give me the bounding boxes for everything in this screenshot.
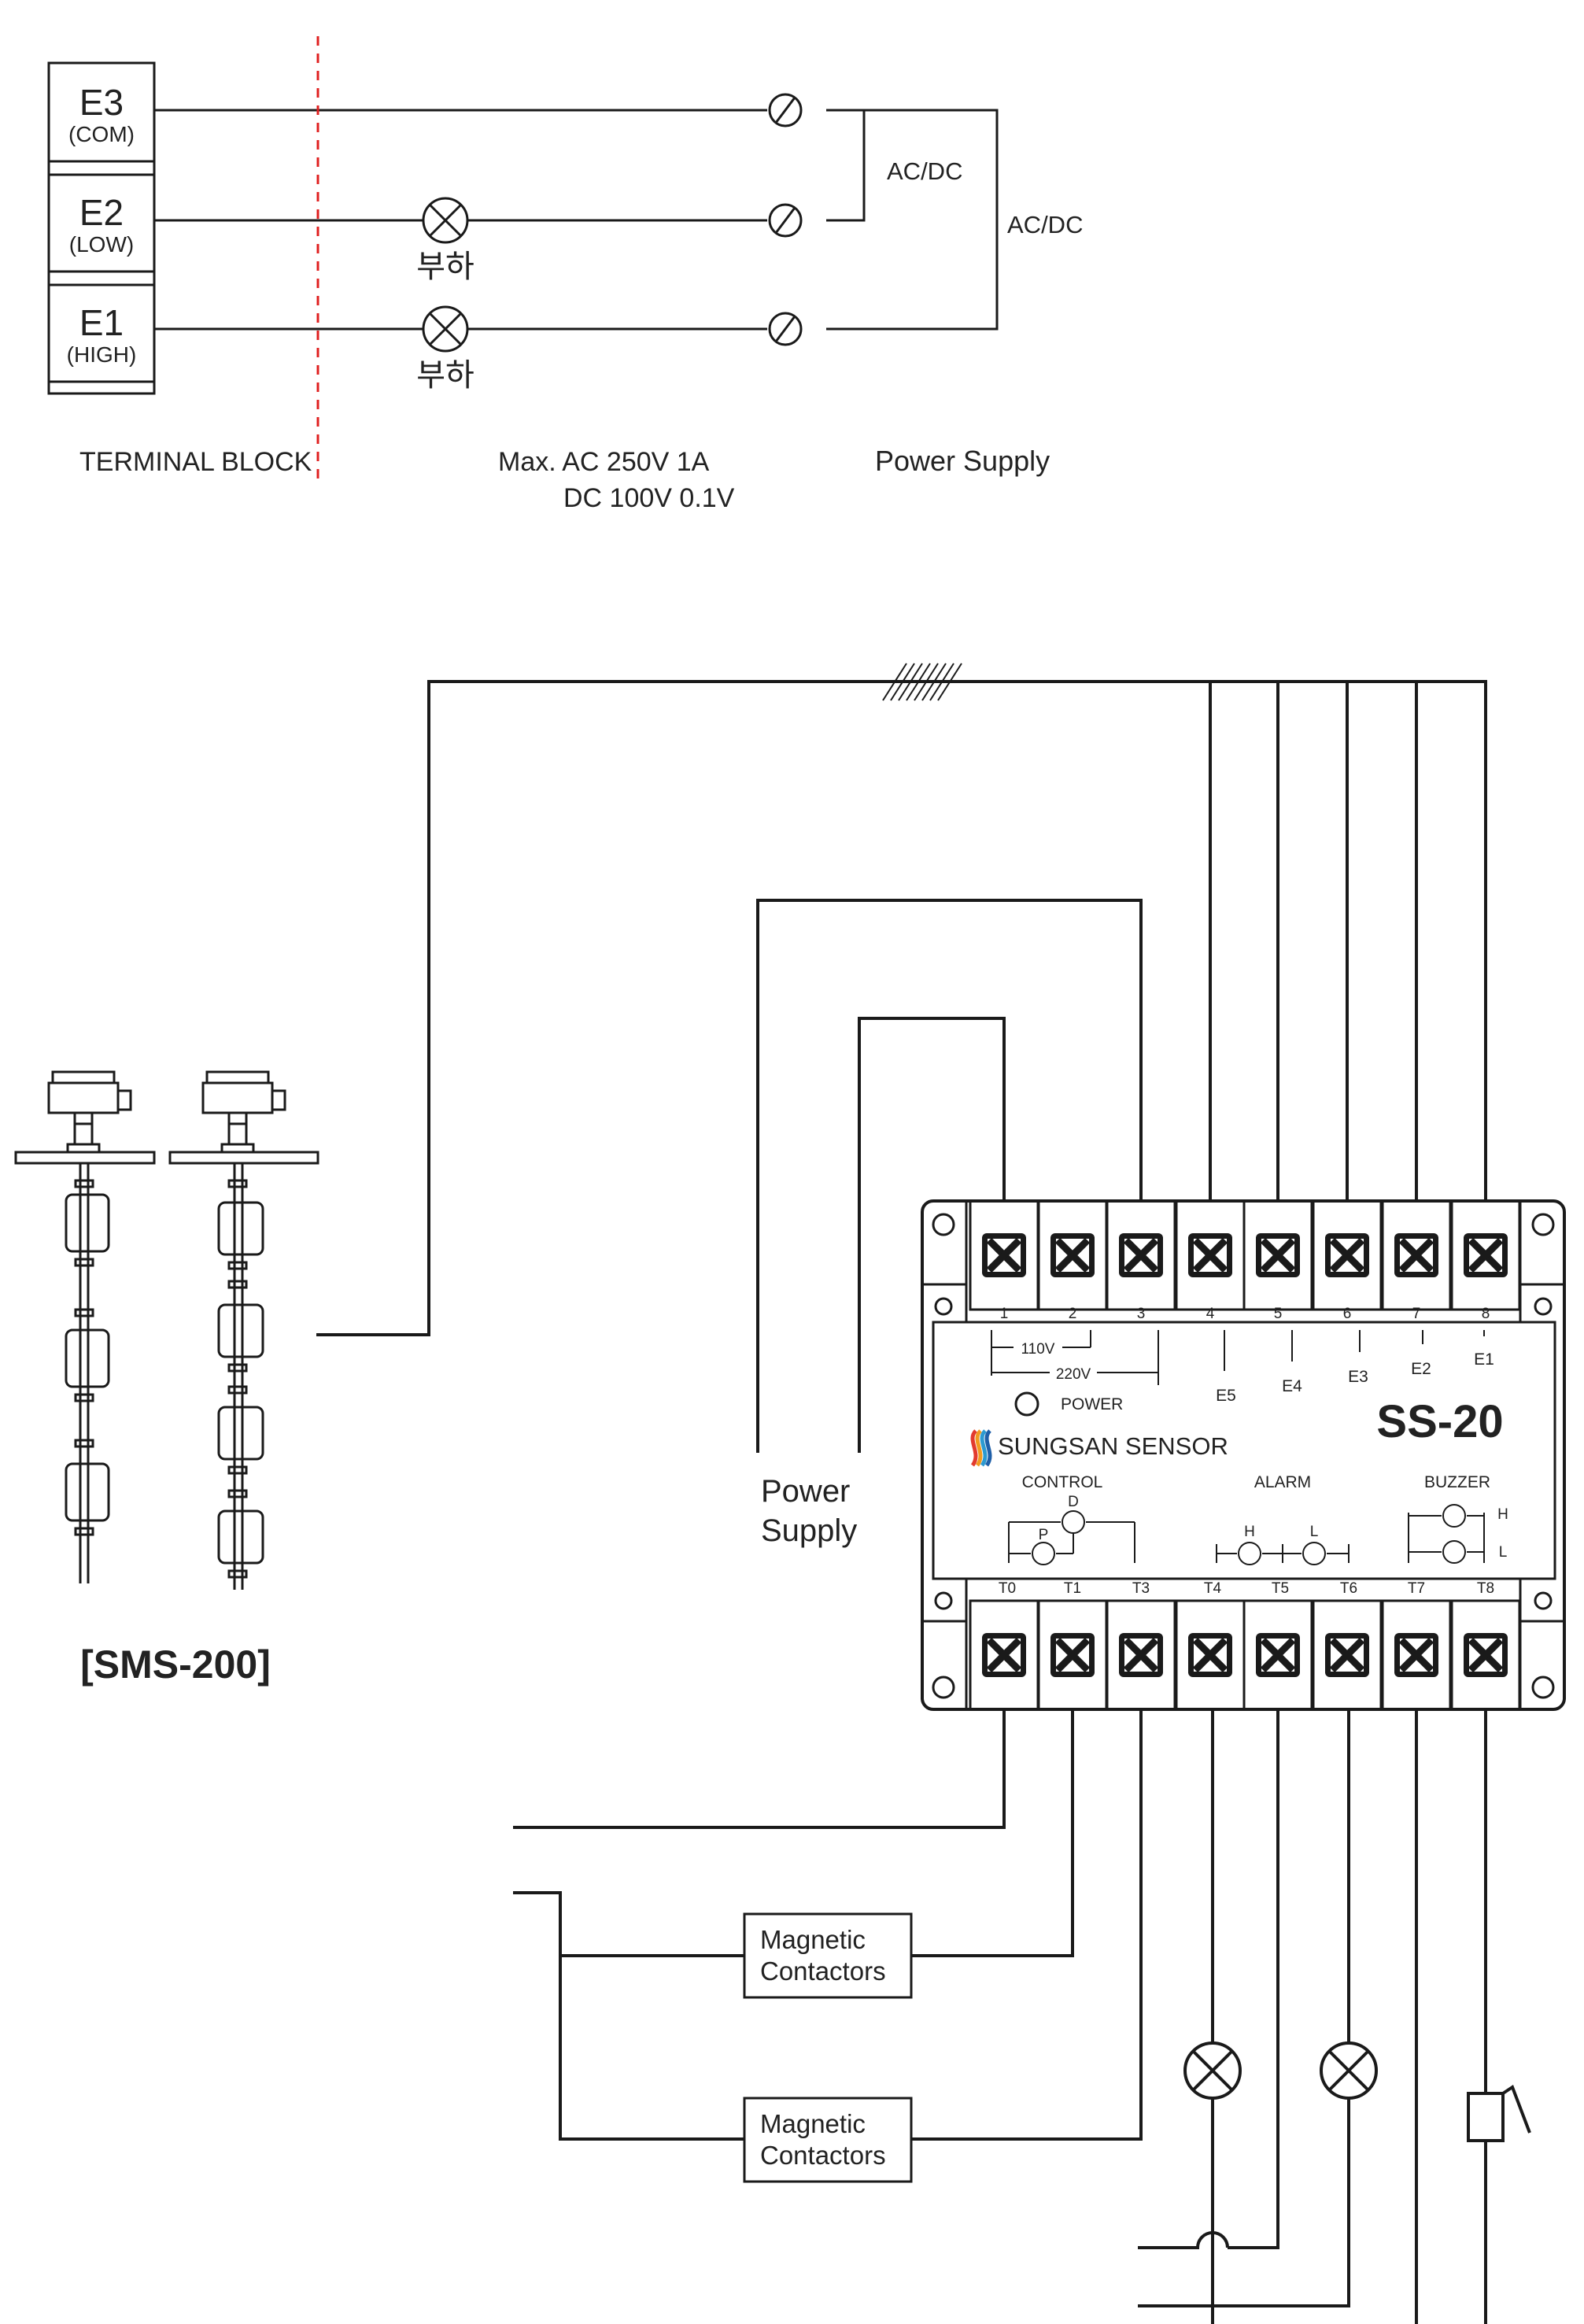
alarm-label: ALARM — [1254, 1473, 1311, 1491]
bottom-terminal-screw — [1312, 1599, 1383, 1711]
bottom-terminal-label: T0 — [999, 1580, 1016, 1597]
sensor-sms-200-right — [168, 1070, 319, 1590]
lamp-icon — [422, 305, 469, 353]
control-label: CONTROL — [1022, 1473, 1103, 1491]
terminal-e2-name: E2 — [79, 192, 124, 233]
relay-p-label: P — [1039, 1527, 1049, 1543]
bottom-terminal-screw — [1106, 1599, 1176, 1711]
output-wiring — [513, 1709, 1487, 2324]
top-terminal-screw — [1450, 1199, 1521, 1311]
top-terminal-screw — [969, 1199, 1039, 1311]
lamp-icon — [1320, 2041, 1378, 2100]
buzzer-h-label: H — [1497, 1506, 1508, 1523]
acdc-outer-label: AC/DC — [1007, 211, 1083, 238]
top-terminal-number: 6 — [1343, 1306, 1352, 1322]
terminal-block — [47, 61, 156, 395]
buzzer-label: BUZZER — [1424, 1473, 1490, 1491]
electrode-label: E3 — [1348, 1368, 1368, 1386]
bottom-terminal-label: T4 — [1204, 1580, 1222, 1597]
connector-icon — [768, 93, 803, 127]
bottom-terminal-screw — [1381, 1599, 1452, 1711]
sensor-sms-200-left — [14, 1070, 156, 1583]
voltage-220-label: 220V — [1056, 1366, 1091, 1383]
acdc-inner-label: AC/DC — [887, 157, 962, 185]
power-supply-wiring — [756, 899, 1143, 1453]
bottom-terminal-screw — [969, 1599, 1039, 1711]
contactor-1-line-1: Magnetic — [760, 1925, 866, 1954]
top-terminal-screw — [1175, 1199, 1246, 1311]
terminal-block-label: TERMINAL BLOCK — [79, 447, 312, 477]
rating-line-1: Max. AC 250V 1A — [498, 447, 710, 477]
top-terminal-screw — [1242, 1199, 1313, 1311]
top-terminal-number: 3 — [1137, 1306, 1146, 1322]
power-label: POWER — [1061, 1395, 1123, 1413]
top-terminal-screw — [1106, 1199, 1176, 1311]
electrode-label: E4 — [1282, 1377, 1302, 1395]
electrode-label: E5 — [1216, 1387, 1236, 1405]
terminal-e3-name: E3 — [79, 82, 124, 123]
brand-name: SUNGSAN SENSOR — [998, 1432, 1228, 1460]
voltage-110-label: 110V — [1021, 1341, 1055, 1358]
top-terminal-screw — [1312, 1199, 1383, 1311]
terminal-block-schematic: E3 (COM) E2 (LOW) E1 (HIGH) 부하 부하 — [47, 36, 1083, 513]
power-supply-label: Power Supply — [875, 445, 1050, 477]
contactor-1-line-2: Contactors — [760, 1956, 886, 1986]
terminal-e1-name: E1 — [79, 302, 124, 343]
connector-icon — [768, 312, 803, 346]
contactor-2-line-2: Contactors — [760, 2141, 886, 2170]
terminal-e2-sub: (LOW) — [69, 232, 134, 257]
top-terminal-number: 5 — [1274, 1306, 1283, 1322]
top-terminal-number: 7 — [1412, 1306, 1421, 1322]
magnetic-contactor-1: Magnetic Contactors — [743, 1912, 913, 1999]
top-terminal-screw — [1381, 1199, 1452, 1311]
connector-icon — [768, 203, 803, 238]
buzzer-l-label: L — [1499, 1544, 1508, 1561]
bottom-terminal-label: T6 — [1340, 1580, 1357, 1597]
bottom-terminal-screw — [1037, 1599, 1108, 1711]
electrode-label: E1 — [1474, 1350, 1494, 1369]
rating-line-2: DC 100V 0.1V — [563, 483, 735, 513]
load-label: 부하 — [416, 249, 474, 284]
buzzer-icon — [1467, 2084, 1531, 2142]
sungsan-logo-icon — [970, 1429, 992, 1467]
load-label: 부하 — [416, 358, 474, 393]
power-led — [1014, 1391, 1039, 1417]
bottom-terminal-label: T8 — [1477, 1580, 1494, 1597]
lamp-icon — [422, 197, 469, 244]
top-terminal-screw — [1037, 1199, 1108, 1311]
power-supply-label-1: Power — [761, 1474, 850, 1509]
top-terminal-number: 1 — [1000, 1306, 1009, 1322]
bottom-terminal-label: T7 — [1408, 1580, 1425, 1597]
terminal-e3-sub: (COM) — [68, 122, 135, 146]
electrode-label: E2 — [1411, 1360, 1431, 1378]
bottom-terminal-label: T3 — [1132, 1580, 1150, 1597]
relay-d-label: D — [1068, 1494, 1079, 1510]
top-terminal-number: 4 — [1206, 1306, 1215, 1322]
sensor-cable — [316, 663, 1487, 1336]
bottom-terminal-label: T5 — [1272, 1580, 1289, 1597]
alarm-l-label: L — [1310, 1524, 1319, 1540]
power-supply-label-2: Supply — [761, 1513, 857, 1548]
bottom-terminal-label: T1 — [1064, 1580, 1081, 1597]
alarm-h-label: H — [1244, 1524, 1255, 1540]
lamp-icon — [1183, 2041, 1242, 2100]
top-terminal-number: 2 — [1069, 1306, 1077, 1322]
bottom-terminal-screw — [1450, 1599, 1521, 1711]
controller-ss-20: 1 2 3 4 5 6 7 8 110V 220V E5 E4 E3 E2 E1… — [921, 1199, 1566, 1711]
magnetic-contactor-2: Magnetic Contactors — [743, 2097, 913, 2183]
terminal-e1-sub: (HIGH) — [67, 342, 137, 367]
contactor-2-line-1: Magnetic — [760, 2109, 866, 2138]
model-name: SS-20 — [1376, 1396, 1503, 1447]
sensor-model-label: [SMS-200] — [80, 1642, 271, 1687]
bottom-terminal-screw — [1175, 1599, 1246, 1711]
top-terminal-number: 8 — [1482, 1306, 1490, 1322]
bottom-terminal-screw — [1242, 1599, 1313, 1711]
